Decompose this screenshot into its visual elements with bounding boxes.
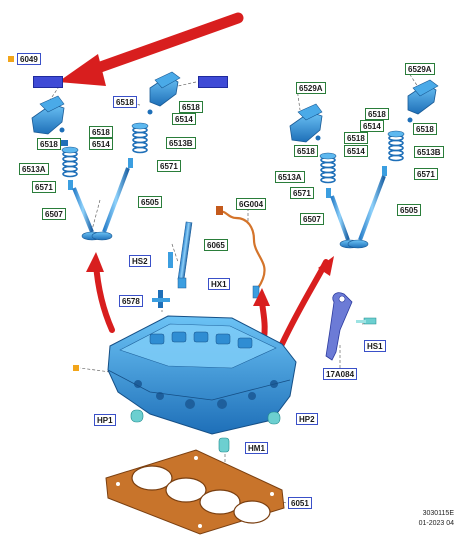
label-hx1: HX1: [208, 278, 230, 290]
label-6513a: 6513A: [19, 163, 49, 175]
plug-hm1: [218, 437, 230, 453]
label-hs1: HS1: [364, 340, 386, 352]
label-6571-b: 6571: [32, 181, 56, 193]
label-6571-c: 6571: [414, 168, 438, 180]
label-6g004: 6G004: [236, 198, 267, 210]
label-6578: 6578: [119, 295, 143, 307]
label-6051: 6051: [288, 497, 312, 509]
label-6529a-right-rocker: 6529A: [405, 63, 435, 75]
label-hp2: HP2: [296, 413, 318, 425]
label-6514-b: 6514: [89, 138, 113, 150]
label-6518-e: 6518: [365, 108, 389, 120]
diagram-date: 01-2023 04: [418, 520, 454, 527]
plug-hp2: [267, 411, 281, 425]
label-6505: 6505: [138, 196, 162, 208]
label-6518-c: 6518: [89, 126, 113, 138]
label-6513b-right: 6513B: [414, 146, 444, 158]
stud-tube: [152, 221, 193, 308]
label-hs2: HS2: [129, 255, 151, 267]
head-gasket-6051: [105, 449, 285, 535]
label-6518-h: 6518: [294, 145, 318, 157]
label-6529b-left-rocker: 6529B: [33, 76, 63, 88]
cylinder-head-marker: [73, 365, 79, 371]
label-6571-d: 6571: [290, 187, 314, 199]
label-6518-f: 6518: [413, 123, 437, 135]
bracket-17a084: [325, 292, 353, 361]
plug-hp1: [130, 409, 144, 423]
label-6513b: 6513B: [166, 137, 196, 149]
right-valvetrain-assembly: [289, 79, 439, 249]
reference-marker: [8, 56, 14, 62]
bolt-hs1: [356, 317, 377, 325]
label-6065: 6065: [204, 239, 228, 251]
label-6514-d: 6514: [344, 145, 368, 157]
label-6518-g: 6518: [344, 132, 368, 144]
cylinder-head: [107, 315, 297, 435]
label-17a084: 17A084: [323, 368, 358, 380]
label-6505-right: 6505: [397, 204, 421, 216]
label-6049: 6049: [17, 53, 41, 65]
diagram-code: 3030115E: [422, 510, 454, 517]
label-6507: 6507: [42, 208, 66, 220]
temperature-sensor-cable: [216, 206, 266, 299]
label-6514-c: 6514: [360, 120, 384, 132]
label-6518-a: 6518: [113, 96, 137, 108]
label-6514-a: 6514: [172, 113, 196, 125]
highlight-pointer-arrow: [58, 12, 244, 86]
label-6529b-right-rocker: 6529B: [198, 76, 228, 88]
label-hp1: HP1: [94, 414, 116, 426]
label-6518-d: 6518: [37, 138, 61, 150]
label-6529a-left-rocker: 6529A: [296, 82, 326, 94]
left-valvetrain-assembly: [31, 71, 181, 241]
label-6513a-right: 6513A: [275, 171, 305, 183]
label-6518-b: 6518: [179, 101, 203, 113]
label-6571-a: 6571: [157, 160, 181, 172]
label-6507-right: 6507: [300, 213, 324, 225]
label-hm1: HM1: [245, 442, 268, 454]
